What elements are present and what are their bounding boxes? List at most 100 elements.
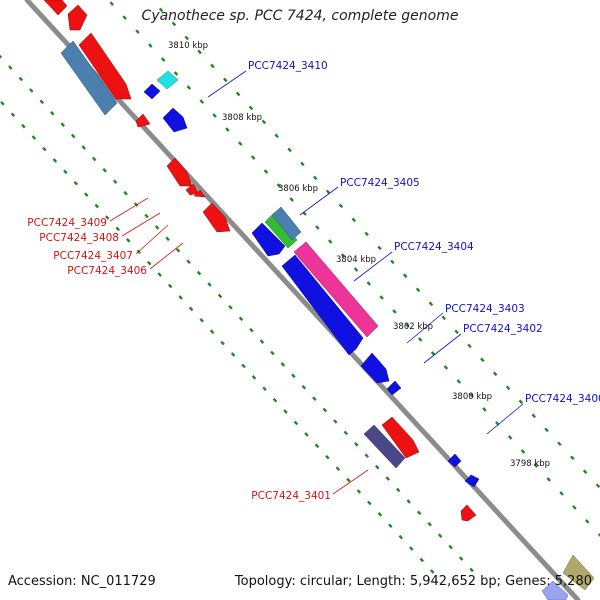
gene-label-3400[interactable]: PCC7424_3400: [525, 393, 600, 405]
gene-label-3403[interactable]: PCC7424_3403: [445, 303, 525, 315]
gc-dot: [109, 1, 115, 6]
gene-label-3402[interactable]: PCC7424_3402: [463, 323, 543, 335]
gc-dot: [293, 420, 299, 426]
gc-dot: [467, 343, 472, 349]
gene-label-3404[interactable]: PCC7424_3404: [394, 241, 474, 253]
gc-dot: [533, 463, 539, 468]
gene-reverse-3[interactable]: [135, 113, 151, 128]
tick-label-3806: 3806 kbp: [278, 184, 318, 194]
gene-forward-3403[interactable]: [360, 352, 390, 384]
gc-dot: [70, 133, 76, 139]
gc-dot: [225, 127, 230, 132]
gc-dot: [402, 273, 408, 279]
gc-dot: [314, 443, 320, 449]
gc-dot: [346, 477, 351, 483]
gene-reverse-1[interactable]: [67, 4, 88, 31]
gene-forward-3400a[interactable]: [447, 453, 462, 468]
gc-dot: [480, 357, 485, 363]
gene-lavender-end[interactable]: [541, 580, 569, 600]
leader-3402: [423, 333, 462, 364]
gene-label-3410[interactable]: PCC7424_3410: [248, 60, 328, 72]
gc-dot: [377, 512, 383, 517]
gc-dot: [238, 316, 244, 322]
gc-dot: [328, 239, 333, 244]
gc-dot: [469, 567, 474, 573]
leader-3409: [109, 197, 149, 222]
gc-dot: [251, 375, 257, 380]
gene-label-3407[interactable]: PCC7424_3407: [53, 250, 133, 262]
gene-green-3405[interactable]: [264, 212, 298, 249]
gc-dot: [261, 119, 267, 125]
gc-dot: [456, 379, 462, 384]
gc-dot: [60, 122, 65, 127]
gc-dot: [353, 267, 359, 272]
gc-dot: [123, 190, 128, 196]
gc-dot: [84, 192, 89, 197]
gene-reverse-3406[interactable]: [166, 157, 193, 187]
reverse-strand-genes: [43, 0, 477, 522]
gc-dot: [157, 272, 162, 277]
gene-reverse-3408[interactable]: [193, 189, 206, 198]
gene-reverse-3409[interactable]: [202, 202, 231, 233]
gene-forward-3410[interactable]: [162, 107, 188, 133]
gc-dot: [340, 253, 346, 258]
gc-dot: [366, 281, 372, 286]
gene-reverse-2[interactable]: [78, 32, 132, 100]
gc-dot: [417, 337, 423, 342]
gc-dot: [262, 386, 267, 392]
gene-reverse-3401[interactable]: [381, 416, 420, 459]
gene-steelblue-3405[interactable]: [271, 206, 302, 241]
leader-3405: [299, 186, 339, 216]
gc-dot: [235, 91, 241, 97]
gc-dot: [186, 259, 191, 264]
gene-olive-end[interactable]: [562, 554, 595, 591]
gene-forward-3402[interactable]: [386, 380, 402, 396]
gc-dot: [289, 197, 294, 202]
gc-dot: [469, 393, 474, 398]
gc-dot: [29, 88, 34, 93]
gene-magenta-3404[interactable]: [293, 241, 379, 338]
gene-slate-3401[interactable]: [363, 424, 406, 469]
gc-dot: [173, 71, 179, 76]
accession-text: Accession: NC_011729: [8, 574, 156, 589]
gc-dot: [248, 105, 254, 111]
gc-dot: [196, 270, 202, 276]
gc-dot: [209, 329, 215, 334]
genome-backbone: [24, 0, 581, 600]
gc-dot: [364, 453, 370, 459]
gene-label-3408[interactable]: PCC7424_3408: [39, 232, 119, 244]
gene-forward-3400[interactable]: [464, 474, 480, 488]
leader-3410: [207, 70, 247, 98]
gc-dot: [546, 477, 551, 482]
tick-label-3808: 3808 kbp: [222, 113, 262, 123]
gc-dot: [81, 145, 86, 150]
gc-dot: [228, 305, 233, 310]
gc-dot: [312, 396, 317, 401]
gene-label-3401[interactable]: PCC7424_3401: [251, 490, 331, 502]
gene-forward-3404[interactable]: [281, 254, 364, 356]
gc-dot: [441, 315, 447, 321]
leader-lines-reverse: [109, 197, 369, 495]
gene-label-3409[interactable]: PCC7424_3409: [27, 217, 107, 229]
gene-steelblue[interactable]: [60, 40, 118, 116]
gc-dot: [385, 476, 390, 481]
gene-reverse-0[interactable]: [43, 0, 68, 16]
gc-dot: [241, 363, 246, 369]
gene-reverse-end[interactable]: [460, 504, 477, 522]
gene-cyan-3410[interactable]: [156, 70, 179, 90]
gc-dot: [356, 489, 362, 494]
gc-dot: [212, 113, 217, 118]
gc-dot: [375, 464, 380, 470]
gc-dot: [343, 430, 349, 436]
gc-dot: [167, 283, 173, 289]
gene-label-3405[interactable]: PCC7424_3405: [340, 177, 420, 189]
gene-forward-3405[interactable]: [251, 222, 286, 257]
gc-dot: [304, 432, 309, 437]
gene-forward-3410a[interactable]: [143, 83, 161, 100]
gc-dot: [199, 317, 204, 323]
gc-dot: [507, 435, 513, 440]
gc-dot: [430, 351, 436, 356]
gene-label-3406[interactable]: PCC7424_3406: [67, 265, 147, 277]
